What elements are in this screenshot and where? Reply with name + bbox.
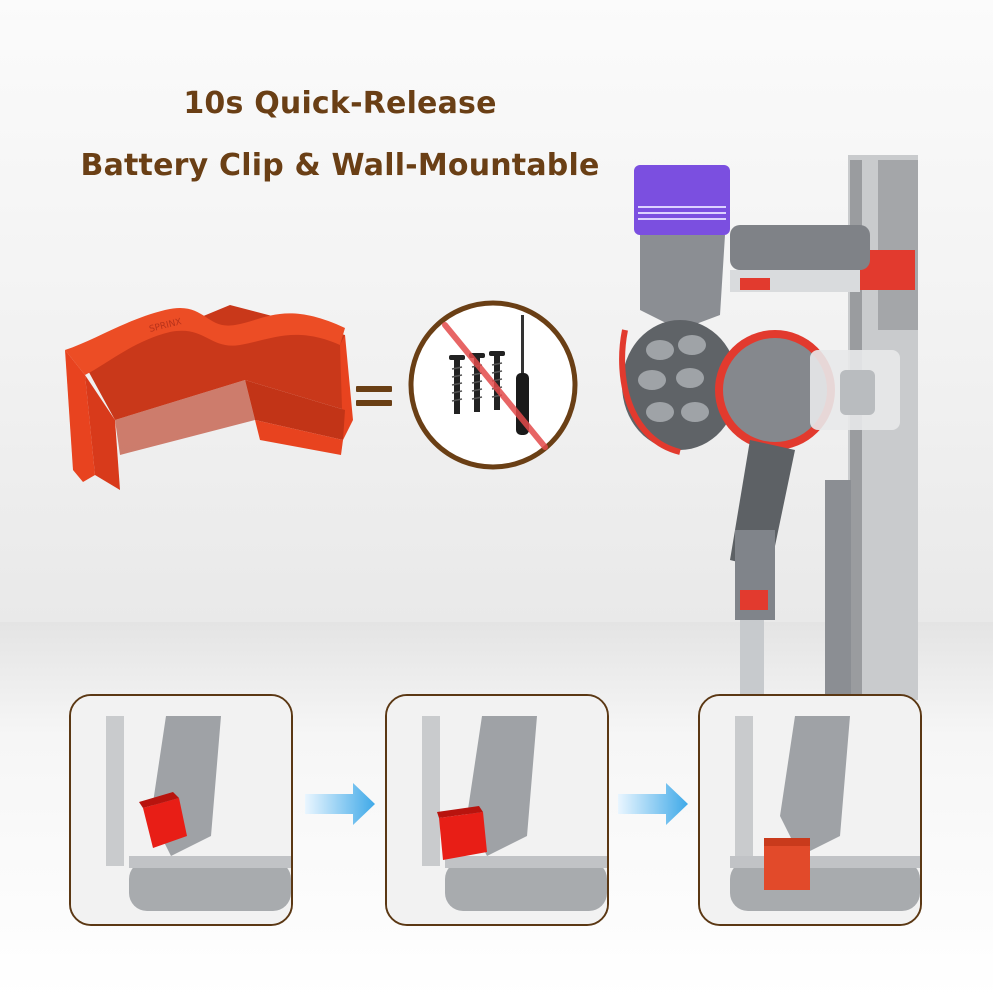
clip-insert-step xyxy=(69,694,293,926)
battery-clip-image: SPRINX xyxy=(55,270,355,500)
clip-locked xyxy=(764,844,810,890)
no-tools-icon xyxy=(405,297,581,473)
clip-angled xyxy=(439,812,487,860)
equals-icon xyxy=(356,380,396,410)
clip-locked-step xyxy=(698,694,922,926)
vacuum-mounted-image xyxy=(600,150,993,700)
right-arrow-icon xyxy=(305,783,375,825)
right-arrow-icon xyxy=(618,783,688,825)
clip-tilted xyxy=(143,798,187,848)
clip-rotate-step xyxy=(385,694,609,926)
headline-line-1: 10s Quick-Release xyxy=(183,86,497,121)
headline-line-2: Battery Clip & Wall-Mountable xyxy=(80,148,600,183)
